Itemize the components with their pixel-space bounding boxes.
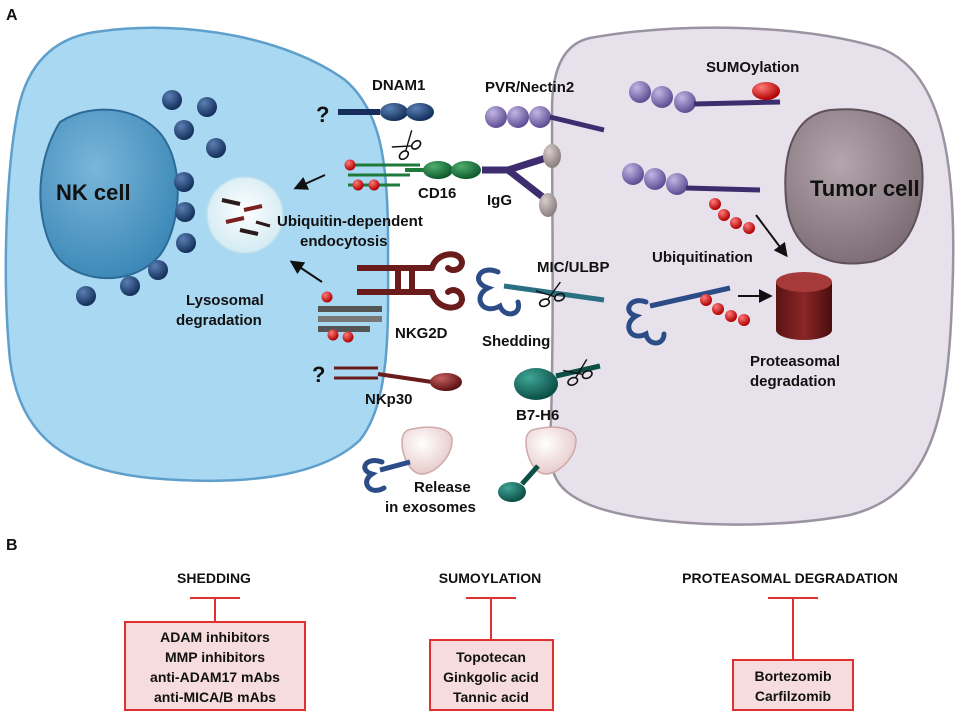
granule [197, 97, 217, 117]
dnam1-label: DNAM1 [372, 77, 425, 94]
dnam1-question-mark: ? [316, 102, 329, 127]
inhibitor-item: Ginkgolic acid [443, 669, 539, 685]
b7h6-ligand [514, 363, 601, 400]
endocytosis-arrow [293, 174, 326, 190]
inhibitor-item: Tannic acid [453, 689, 529, 705]
lysosome-vesicle [206, 176, 284, 254]
mic-ulbp-tumor-ligand [626, 285, 750, 346]
ubiquitination-label: Ubiquitination [652, 249, 753, 266]
inhibitor-item: ADAM inhibitors [160, 629, 270, 645]
sumoylated-ligand [629, 81, 781, 113]
ubiquitinated-ligand [622, 163, 761, 234]
nkg2d-receptor [357, 251, 466, 311]
scissors-icon [391, 130, 422, 161]
shedding-label: Shedding [482, 333, 550, 350]
inhibitor-item: Topotecan [456, 649, 526, 665]
scissors-icon [535, 281, 566, 308]
granule [174, 120, 194, 140]
nk-cell-label: NK cell [56, 180, 131, 205]
proteasomal-label-line1: Proteasomal [750, 353, 840, 370]
tumor-cell-label: Tumor cell [810, 176, 920, 201]
lysosomal-label-line1: Lysosomal [186, 292, 264, 309]
igg-label: IgG [487, 192, 512, 209]
inhibitor-item: anti-ADAM17 mAbs [150, 669, 280, 685]
nkp30-label: NKp30 [365, 391, 413, 408]
granule [206, 138, 226, 158]
group-shedding: SHEDDING ADAM inhibitors MMP inhibitors … [124, 570, 306, 711]
granule [176, 233, 196, 253]
scissors-icon [563, 359, 593, 386]
endocytosis-label-line2: endocytosis [300, 233, 388, 250]
exosome-mic [362, 426, 453, 493]
exosome-b7h6 [498, 426, 577, 502]
mic-ulbp-label: MIC/ULBP [537, 259, 610, 276]
ubiquitination-arrow [755, 214, 788, 258]
group-title: SUMOYLATION [439, 570, 541, 586]
granule [174, 172, 194, 192]
nkg2d-label: NKG2D [395, 325, 448, 342]
lysosome-fragments [221, 198, 271, 236]
group-sumoylation: SUMOYLATION Topotecan Ginkgolic acid Tan… [429, 570, 554, 711]
nkp30-question-mark: ? [312, 362, 325, 387]
inhibitor-box [124, 621, 306, 711]
dnam1-receptor [338, 103, 434, 121]
inhibitor-box [732, 659, 854, 711]
group-title: SHEDDING [177, 570, 251, 586]
sumoylation-label: SUMOylation [706, 59, 799, 76]
panel-b-label: B [6, 537, 18, 554]
mic-ulbp-ligand [476, 267, 605, 317]
granule [175, 202, 195, 222]
inhibitor-item: Carfilzomib [755, 688, 831, 704]
exosomes-label-line2: in exosomes [385, 499, 476, 516]
granule [76, 286, 96, 306]
group-title: PROTEASOMAL DEGRADATION [682, 570, 898, 586]
proteasomal-label-line2: degradation [750, 373, 836, 390]
nkp30-receptor [334, 366, 462, 391]
nk-granules [76, 90, 226, 306]
cd16-label: CD16 [418, 185, 456, 202]
lysosomal-label-line2: degradation [176, 312, 262, 329]
proteasome [776, 272, 832, 340]
igg-antibody [482, 144, 561, 217]
endocytosis-label-line1: Ubiquitin-dependent [277, 213, 423, 230]
pvr-nectin2-label: PVR/Nectin2 [485, 79, 574, 96]
cd16-receptor [344, 159, 481, 191]
granule [148, 260, 168, 280]
tumor-nucleus [784, 108, 924, 265]
nk-nucleus [39, 108, 179, 280]
granule [162, 90, 182, 110]
panel-a-label: A [6, 7, 18, 24]
inhibitor-box [429, 639, 554, 711]
lysosomal-arrow [289, 260, 323, 283]
inhibitor-item: anti-MICA/B mAbs [154, 689, 276, 705]
pvr-nectin2-ligand [485, 106, 605, 133]
nkg2d-internalized [318, 291, 382, 343]
group-proteasomal: PROTEASOMAL DEGRADATION Bortezomib Carfi… [682, 570, 898, 711]
granule [120, 276, 140, 296]
inhibitor-item: Bortezomib [755, 668, 832, 684]
exosomes-label-line1: Release [414, 479, 471, 496]
inhibitor-item: MMP inhibitors [165, 649, 265, 665]
b7h6-label: B7-H6 [516, 407, 559, 424]
